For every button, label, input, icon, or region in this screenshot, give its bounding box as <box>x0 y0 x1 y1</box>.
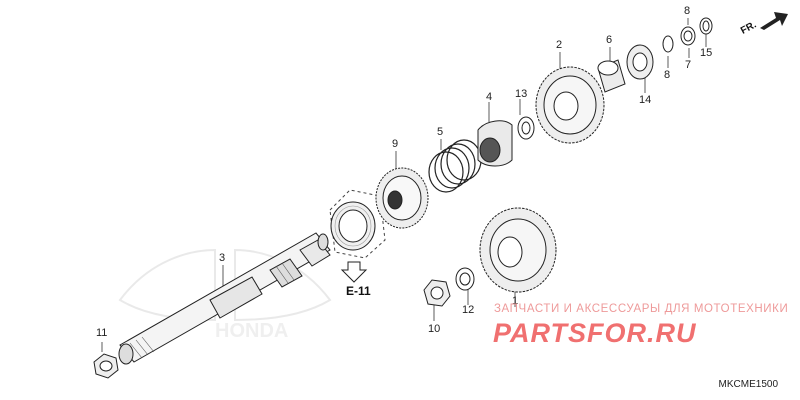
callout-10: 10 <box>428 323 441 335</box>
honda-logo-text: HONDA <box>215 320 288 342</box>
watermark-tagline: ЗАПЧАСТИ И АКСЕССУАРЫ ДЛЯ МОТОТЕХНИКИ <box>494 303 789 315</box>
spring-5 <box>428 139 482 193</box>
main-shaft <box>118 232 331 365</box>
callout-14: 14 <box>639 94 652 106</box>
callout-1: 1 <box>512 295 519 307</box>
reference-label-e11: E-11 <box>346 284 371 298</box>
watermark-brand: PARTSFOR.RU <box>493 318 697 348</box>
washers-8-7-15 <box>662 17 713 53</box>
honda-wing-logo: HONDA <box>118 248 332 342</box>
callout-8-bottom: 8 <box>664 69 671 81</box>
gear-2 <box>535 66 605 144</box>
washer-13 <box>517 116 535 140</box>
callout-4: 4 <box>486 91 493 103</box>
nut-11 <box>93 353 119 379</box>
washer-12 <box>455 267 475 291</box>
sleeve-6 <box>597 59 626 93</box>
callout-3: 3 <box>219 252 226 264</box>
nut-10 <box>423 279 451 307</box>
gear-9 <box>375 167 429 229</box>
callout-9: 9 <box>392 138 399 150</box>
callout-12: 12 <box>462 304 475 316</box>
callout-8-top: 8 <box>684 5 691 17</box>
callout-5: 5 <box>437 126 444 138</box>
gear-1 <box>479 207 557 293</box>
bearing-e11 <box>329 189 386 259</box>
bearing-14 <box>626 44 654 80</box>
front-direction-arrow-icon <box>760 12 788 30</box>
callout-13: 13 <box>515 88 528 100</box>
reference-arrow-icon <box>340 261 368 283</box>
callout-7: 7 <box>685 59 692 71</box>
callout-11: 11 <box>96 327 108 339</box>
callout-6: 6 <box>606 34 613 46</box>
hub-4 <box>477 120 513 167</box>
diagram-code: MKCME1500 <box>718 379 778 390</box>
callout-2: 2 <box>556 39 563 51</box>
callout-15: 15 <box>700 47 713 59</box>
